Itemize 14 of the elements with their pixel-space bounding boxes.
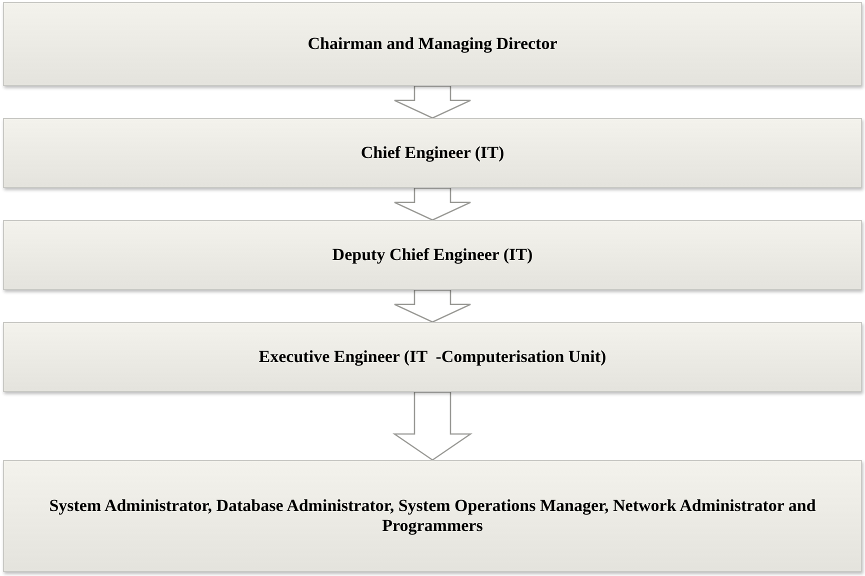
org-box — [3, 460, 862, 572]
role-title: Chief Engineer (IT) — [360, 143, 506, 163]
role-title: Executive Engineer (IT -Computerisation Unit) — [258, 347, 608, 367]
org-box — [3, 2, 862, 86]
block-arrow — [394, 289, 472, 323]
block-arrow — [394, 187, 472, 221]
org-box — [3, 118, 862, 188]
block-arrow — [394, 85, 472, 119]
role-title: System Administrator, Database Administrator, System Operations Manager, Network Administrator and Programmers — [48, 496, 817, 536]
role-title: Chairman and Managing Director — [306, 34, 558, 54]
org-box — [3, 220, 862, 290]
role-title: Deputy Chief Engineer (IT) — [331, 245, 534, 265]
org-box — [3, 322, 862, 392]
block-arrow — [392, 391, 473, 461]
